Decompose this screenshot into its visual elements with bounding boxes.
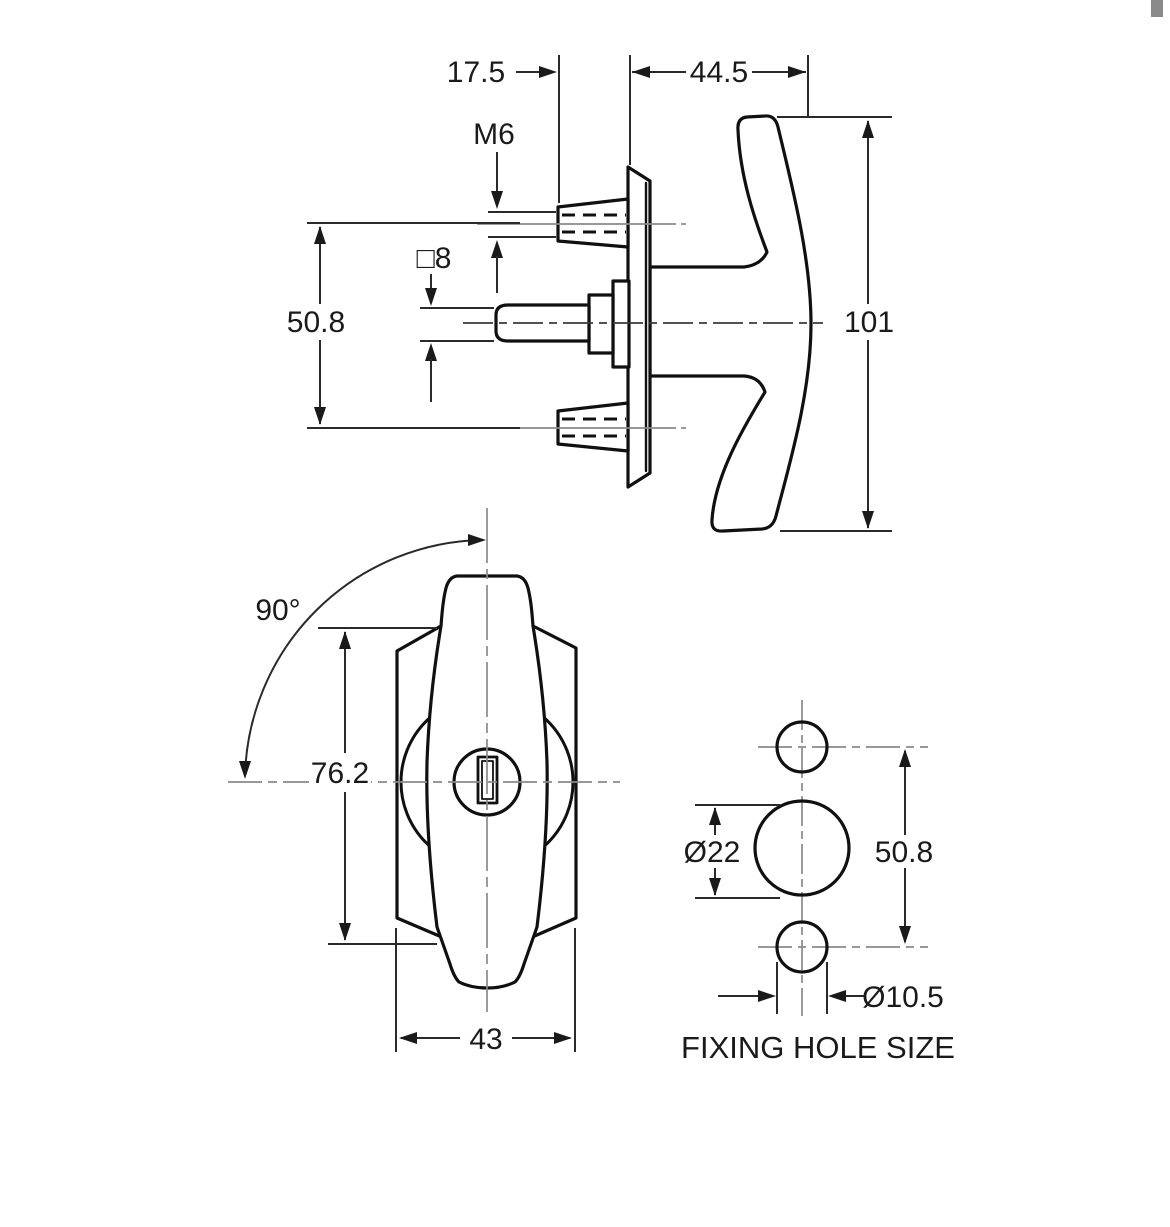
dim-o10_5-arrow-left [828,990,846,1002]
dim-label-body-width: 43 [469,1023,502,1056]
front-view-dimensions: 90° 76.2 43 [239,534,576,1056]
dim-90deg-arrow-top [468,534,486,546]
dim-label-thread: M6 [473,118,515,151]
label-bg [844,306,894,339]
dim-label-hole-spacing: 50.8 [875,836,933,869]
dim-17_5-arrow [539,66,557,78]
dim-label-rotation-angle: 90° [255,594,300,627]
dim-spacing-arrow-up [899,749,911,767]
front-view [228,508,620,1012]
label-bg [288,306,345,339]
dim-50_8-arrow-up [314,226,326,244]
dim-o10_5-arrow-right [758,990,776,1002]
dim-90deg-arrow-bottom [239,761,251,779]
dim-44_5-arrow-left [632,66,650,78]
dim-90deg-arc [244,539,484,777]
dim-101-arrow-down [862,511,874,529]
dim-44_5-arrow-right [788,66,806,78]
dim-sq8-arrow-up [425,343,437,361]
label-bg [875,837,935,868]
scrollbar-fragment [1151,0,1163,17]
dim-label-handle-length: 101 [844,306,894,339]
dim-label-stud-protrusion: 17.5 [447,56,505,89]
dim-label-large-hole-dia: Ø22 [684,836,741,869]
dim-spacing-arrow-down [899,926,911,944]
spindle-step-large [611,279,631,369]
caption-fixing-hole-size: FIXING HOLE SIZE [681,1030,955,1065]
threaded-stud-top [556,197,630,249]
backplate-right-wing [528,624,578,940]
dim-label-small-hole-dia: Ø10.5 [862,981,944,1014]
side-view-dimensions: 17.5 44.5 M6 □8 50.8 [287,55,894,532]
dim-o22-arrow-down [709,878,721,896]
side-view [463,114,823,533]
dim-m6-arrow-up [491,240,503,258]
dim-43-arrow-right [554,1032,572,1044]
dim-label-body-height: 76.2 [311,757,369,790]
fixing-hole-diagram: Ø22 50.8 Ø10.5 FIXING HOLE SIZE [681,700,955,1065]
dim-label-spindle-square: □8 [417,242,452,275]
dim-m6-arrow-down [491,191,503,209]
mounting-plate-side [626,165,652,489]
dim-101-arrow-up [862,120,874,138]
dim-50_8-arrow-down [314,407,326,425]
fixing-hole-bottom [775,920,829,974]
dim-76_2-arrow-down [339,923,351,941]
backplate-left-wing [395,624,446,940]
dim-label-stud-spacing: 50.8 [287,306,345,339]
label-bg [683,837,741,868]
dim-o22-arrow-up [709,807,721,825]
center-hole [753,799,851,897]
label-bg [309,756,371,789]
fixing-hole-top [775,720,829,774]
spindle-step-small [587,293,615,355]
dim-76_2-arrow-up [339,631,351,649]
dim-label-handle-depth: 44.5 [690,56,748,89]
dim-43-arrow-left [399,1032,417,1044]
threaded-stud-bottom [556,401,630,453]
dim-sq8-arrow-down [425,288,437,306]
